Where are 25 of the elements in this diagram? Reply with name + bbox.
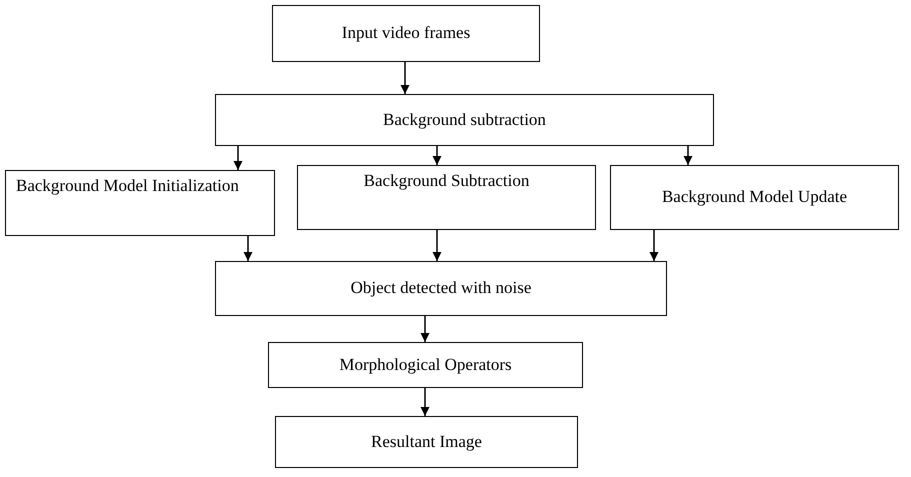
arrow	[684, 146, 692, 165]
box-label: Input video frames	[342, 22, 470, 44]
process-box	[215, 261, 667, 316]
box-label: Resultant Image	[371, 430, 482, 453]
arrow	[244, 236, 252, 261]
box-label: Background Model Initialization	[16, 175, 239, 197]
process-box	[275, 416, 578, 468]
process-box	[610, 165, 899, 230]
process-box	[5, 170, 275, 236]
arrow	[432, 146, 442, 165]
process-box	[215, 94, 714, 146]
process-box	[268, 342, 583, 388]
arrow	[234, 146, 242, 170]
arrow	[432, 230, 442, 261]
arrow	[420, 316, 430, 342]
arrow	[400, 62, 410, 94]
arrow	[650, 230, 658, 261]
box-label: Background Model Update	[662, 186, 848, 208]
box-label: Background Subtraction	[364, 170, 530, 192]
box-label: Morphological Operators	[339, 354, 512, 376]
box-label: Background subtraction	[383, 108, 546, 131]
process-box	[297, 165, 596, 230]
arrow	[420, 388, 430, 416]
process-box	[272, 5, 540, 62]
box-label: Object detected with noise	[350, 277, 532, 300]
